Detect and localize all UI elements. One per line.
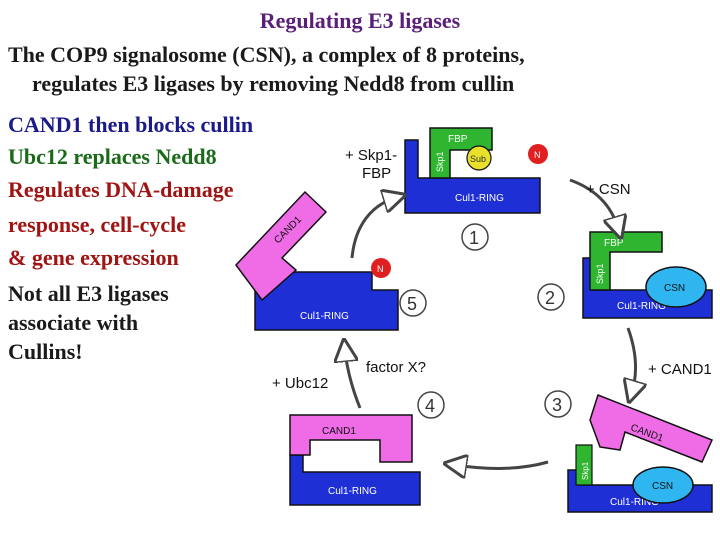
skp1-fbp-add-label-2: FBP: [362, 165, 391, 182]
cand1-bullet: CAND1 then blocks cullin: [8, 112, 254, 137]
step-3: 3: [544, 390, 572, 418]
nedd8-label: N: [377, 264, 384, 274]
step-4: 4: [417, 391, 445, 419]
plus-cand1-label: + CAND1: [648, 361, 712, 378]
cul1-ring-label: Cul1-RING: [300, 311, 349, 322]
step-3-number: 3: [552, 395, 562, 415]
step-5: 5: [399, 289, 427, 317]
step-2: 2: [537, 283, 565, 311]
nedd8-shape: [528, 144, 548, 164]
not-all-bullet: Not all E3 ligases associate with Cullin…: [8, 279, 169, 366]
arrow-4-to-5: [345, 350, 362, 409]
ubc12-bullet: Ubc12 replaces Nedd8: [8, 144, 217, 169]
cand1-shape: [289, 414, 413, 463]
intro-line-2: regulates E3 ligases by removing Nedd8 f…: [32, 71, 515, 96]
cul1-ring-label: Cul1-RING: [328, 486, 377, 497]
step-5-number: 5: [407, 294, 417, 314]
complex-3: Cul1-RING CAND1 Skp1 CSN: [567, 394, 714, 513]
regulates-line-1: Regulates DNA-damage: [8, 177, 234, 202]
csn-shape: [645, 266, 707, 308]
intro-text: The COP9 signalosome (CSN), a complex of…: [8, 40, 525, 98]
arrow-1-to-2: [569, 178, 618, 228]
csn-shape: [632, 466, 694, 504]
regulates-line-2: response, cell-cycle: [8, 212, 186, 237]
fbp-label: FBP: [604, 238, 624, 249]
nedd8-shape: [371, 258, 391, 278]
cand1-shape: [589, 394, 714, 463]
skp1-label: Skp1: [581, 461, 590, 480]
slide-title: Regulating E3 ligases: [259, 8, 461, 33]
not-all-line-2: associate with: [8, 310, 139, 335]
step-4-number: 4: [425, 396, 435, 416]
complex-5: Cul1-RING CAND1 N: [235, 190, 399, 331]
complex-2: Cul1-RING FBP Skp1 CSN: [582, 231, 713, 319]
arrow-2-to-3: [628, 327, 635, 392]
cul1-ring-label: Cul1-RING: [617, 301, 666, 312]
factor-x-label: factor X?: [366, 359, 426, 376]
substrate-label: Sub: [470, 154, 486, 164]
arrow-3-to-4: [455, 462, 549, 468]
skp1-fbp-add-label-1: + Skp1-: [345, 147, 397, 164]
csn-label: CSN: [652, 481, 673, 492]
skp1-shape: [575, 444, 593, 486]
not-all-line-1: Not all E3 ligases: [8, 281, 169, 306]
fbp-label: FBP: [448, 134, 468, 145]
skp1-fbp-shape: [589, 231, 663, 291]
intro-line-1: The COP9 signalosome (CSN), a complex of…: [8, 42, 525, 67]
complex-1: Cul1-RING FBP Skp1 Sub N: [404, 127, 548, 214]
step-1-number: 1: [469, 228, 479, 248]
cul1-ring-shape: [404, 139, 541, 214]
skp1-label: Skp1: [435, 151, 445, 172]
cul1-ring-label: Cul1-RING: [610, 497, 659, 508]
cand1-shape: [235, 190, 328, 302]
complex-4: Cul1-RING CAND1: [289, 414, 421, 506]
csn-label: CSN: [664, 283, 685, 294]
regulates-line-3: & gene expression: [8, 245, 179, 270]
plus-ubc12-label: + Ubc12: [272, 375, 328, 392]
cand1-label: CAND1: [322, 426, 356, 437]
cul1-ring-label: Cul1-RING: [455, 193, 504, 204]
substrate-shape: [466, 145, 492, 171]
step-1: 1: [461, 223, 489, 251]
skp1-fbp-shape: [429, 127, 493, 179]
arrow-5-to-1: [350, 198, 395, 259]
not-all-line-3: Cullins!: [8, 339, 83, 364]
skp1-label: Skp1: [595, 263, 605, 284]
step-2-number: 2: [545, 288, 555, 308]
plus-csn-label: + CSN: [586, 181, 631, 198]
nedd8-label: N: [534, 150, 541, 160]
